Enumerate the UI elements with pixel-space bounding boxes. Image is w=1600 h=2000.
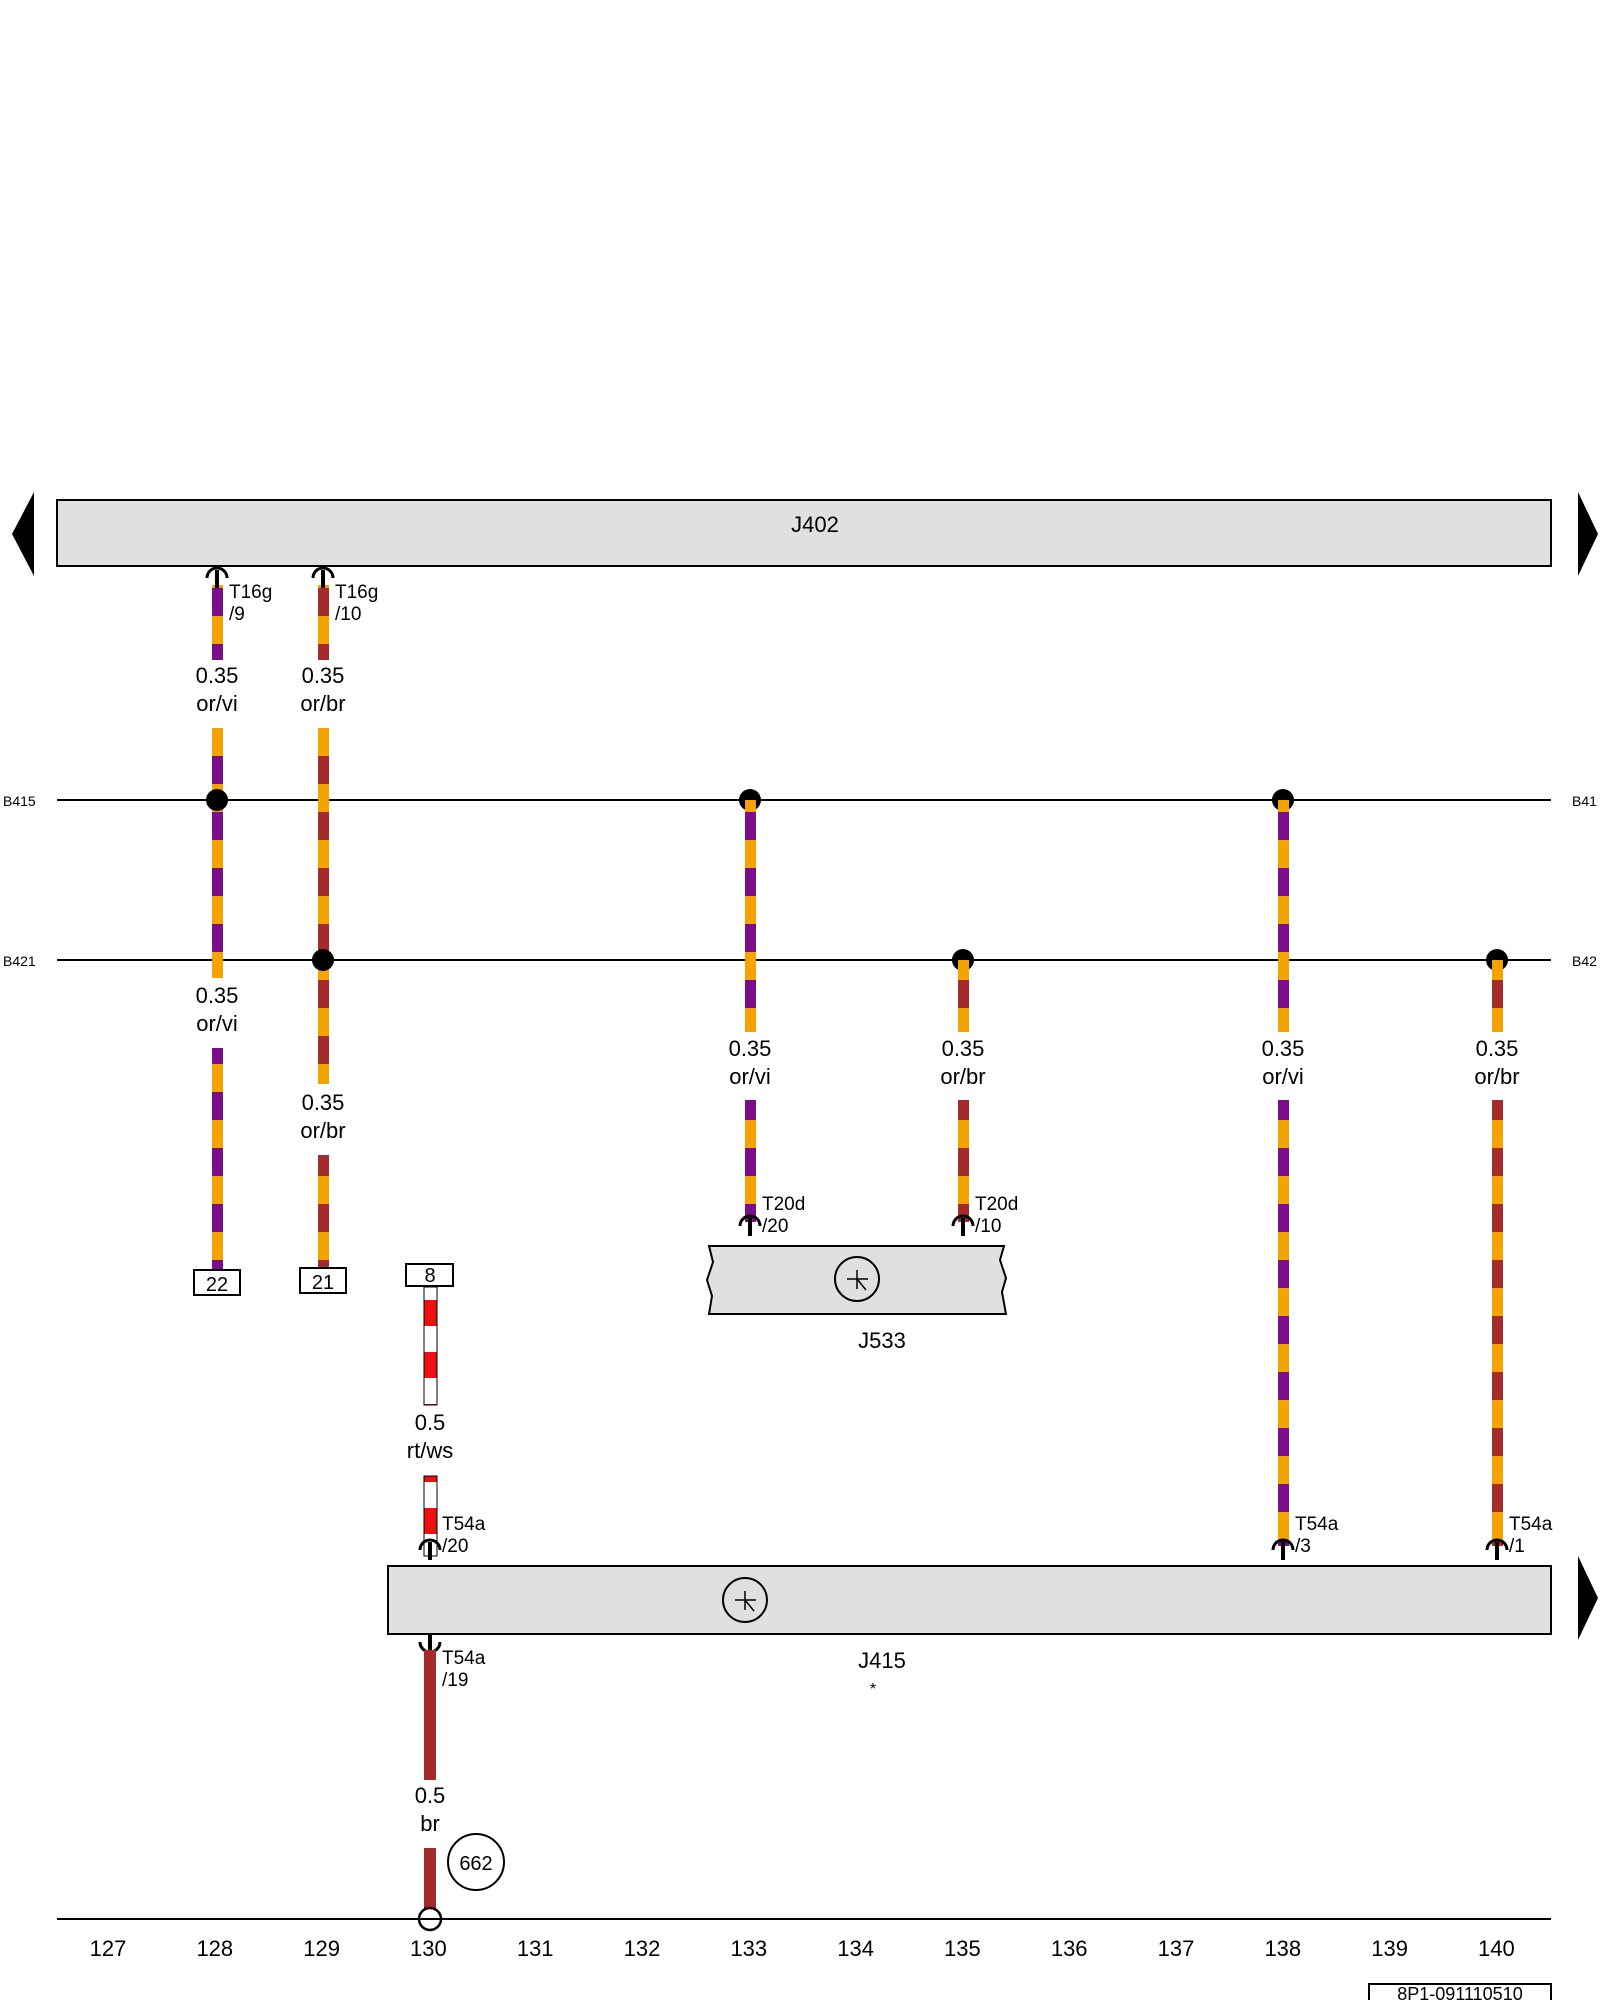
- track-number: 139: [1371, 1936, 1408, 1961]
- pin-t20d-20-conn: T20d: [762, 1194, 805, 1215]
- track-number: 129: [303, 1936, 340, 1961]
- wire-133: 0.35 or/vi T20d /20: [729, 789, 805, 1238]
- track-number: 138: [1264, 1936, 1301, 1961]
- prev-page-arrow[interactable]: [12, 492, 34, 576]
- wire-128-top-color: or/vi: [196, 691, 238, 716]
- pin-t54a-19-conn: T54a: [442, 1648, 486, 1669]
- track-number: 132: [624, 1936, 661, 1961]
- wire-135-size: 0.35: [942, 1036, 985, 1061]
- track-number: 127: [90, 1936, 127, 1961]
- pin-t54a-3-num: /3: [1295, 1536, 1311, 1557]
- wire-133-color: or/vi: [729, 1064, 771, 1089]
- bus-b415-right-label: B41: [1572, 793, 1597, 809]
- wire-138-color: or/vi: [1262, 1064, 1304, 1089]
- pin-t20d-20-num: /20: [762, 1216, 788, 1237]
- pin-t54a-3-conn: T54a: [1295, 1514, 1339, 1535]
- next-page-arrow-top[interactable]: [1578, 492, 1598, 576]
- bus-b421: B421 B42: [3, 953, 1597, 969]
- track-number: 133: [730, 1936, 767, 1961]
- pin-t20d-10-conn: T20d: [975, 1194, 1018, 1215]
- pin-t54a-20-conn: T54a: [442, 1514, 486, 1535]
- control-unit-icon: [834, 1256, 880, 1302]
- component-j533: J533: [705, 1245, 1008, 1353]
- track-number: 137: [1158, 1936, 1195, 1961]
- track-number-row: 127 128 129 130 131 132 133 134 135 136 137 138 139 1…: [90, 1936, 1515, 1961]
- track-number: 131: [517, 1936, 554, 1961]
- pin-t16g-10-conn: T16g: [335, 582, 378, 603]
- pin-t16g-9-num: /9: [229, 604, 245, 625]
- bus-b415-left-label: B415: [3, 793, 36, 809]
- track-number: 128: [196, 1936, 233, 1961]
- wire-138: 0.35 or/vi T54a /3: [1262, 789, 1339, 1562]
- splice-128-b415: [206, 789, 228, 811]
- track-number: 135: [944, 1936, 981, 1961]
- ground-ref-662: 662: [459, 1853, 492, 1875]
- wire-138-size: 0.35: [1262, 1036, 1305, 1061]
- track-number: 134: [837, 1936, 874, 1961]
- ref-box-8: 8: [424, 1265, 435, 1287]
- wire-140-color: or/br: [1474, 1064, 1519, 1089]
- pin-t54a-1-conn: T54a: [1509, 1514, 1553, 1535]
- next-page-arrow-bottom[interactable]: [1578, 1556, 1598, 1640]
- wire-130: 8 0.5 rt/ws T54a /20 T54a /19 0.5 br 662: [405, 1263, 505, 1932]
- wire-135: 0.35 or/br T20d /10: [940, 949, 1018, 1238]
- j415-label: J415: [858, 1648, 906, 1673]
- pin-t16g-9-conn: T16g: [229, 582, 272, 603]
- pin-t54a-1-num: /1: [1509, 1536, 1525, 1557]
- wire-130-br-size: 0.5: [415, 1783, 446, 1808]
- doc-id: 8P1-091110510: [1397, 1984, 1522, 2000]
- component-j415: J415 *: [387, 1565, 1552, 1698]
- wire-128: T16g /9 0.35 or/vi 0.35 or/vi 22: [193, 566, 272, 1296]
- wire-130-br-color: br: [420, 1811, 440, 1836]
- wire-129-bot-size: 0.35: [302, 1090, 345, 1115]
- track-number: 140: [1478, 1936, 1515, 1961]
- wire-130-rtws-size: 0.5: [415, 1410, 446, 1435]
- j402-label: J402: [791, 512, 839, 537]
- track-number: 136: [1051, 1936, 1088, 1961]
- bus-b415: B415 B41: [3, 793, 1597, 809]
- wire-128-top-size: 0.35: [196, 663, 239, 688]
- component-j402: J402: [56, 499, 1552, 567]
- wire-129-top-color: or/br: [300, 691, 345, 716]
- j533-label: J533: [858, 1328, 906, 1353]
- j415-note: *: [870, 1681, 876, 1698]
- bus-b421-left-label: B421: [3, 953, 36, 969]
- wire-129: T16g /10 0.35 or/br 0.35 or/br 21: [299, 566, 378, 1294]
- doc-id-box: 8P1-091110510: [1368, 1983, 1552, 2000]
- splice-129-b421: [312, 949, 334, 971]
- bus-b421-right-label: B42: [1572, 953, 1597, 969]
- pin-t20d-10-num: /10: [975, 1216, 1001, 1237]
- track-number: 130: [410, 1936, 447, 1961]
- wire-130-rtws-color: rt/ws: [407, 1438, 453, 1463]
- control-unit-icon: [722, 1577, 768, 1623]
- wire-140-size: 0.35: [1476, 1036, 1519, 1061]
- pin-t54a-19-num: /19: [442, 1670, 468, 1691]
- wire-140: 0.35 or/br T54a /1: [1474, 949, 1553, 1562]
- wire-135-color: or/br: [940, 1064, 985, 1089]
- pin-t54a-20-num: /20: [442, 1536, 468, 1557]
- wire-128-bot-size: 0.35: [196, 983, 239, 1008]
- ref-box-21: 21: [312, 1272, 334, 1294]
- pin-t16g-10-num: /10: [335, 604, 361, 625]
- wire-129-top-size: 0.35: [302, 663, 345, 688]
- wire-133-size: 0.35: [729, 1036, 772, 1061]
- wire-129-bot-color: or/br: [300, 1118, 345, 1143]
- wire-128-bot-color: or/vi: [196, 1011, 238, 1036]
- ref-box-22: 22: [206, 1274, 228, 1296]
